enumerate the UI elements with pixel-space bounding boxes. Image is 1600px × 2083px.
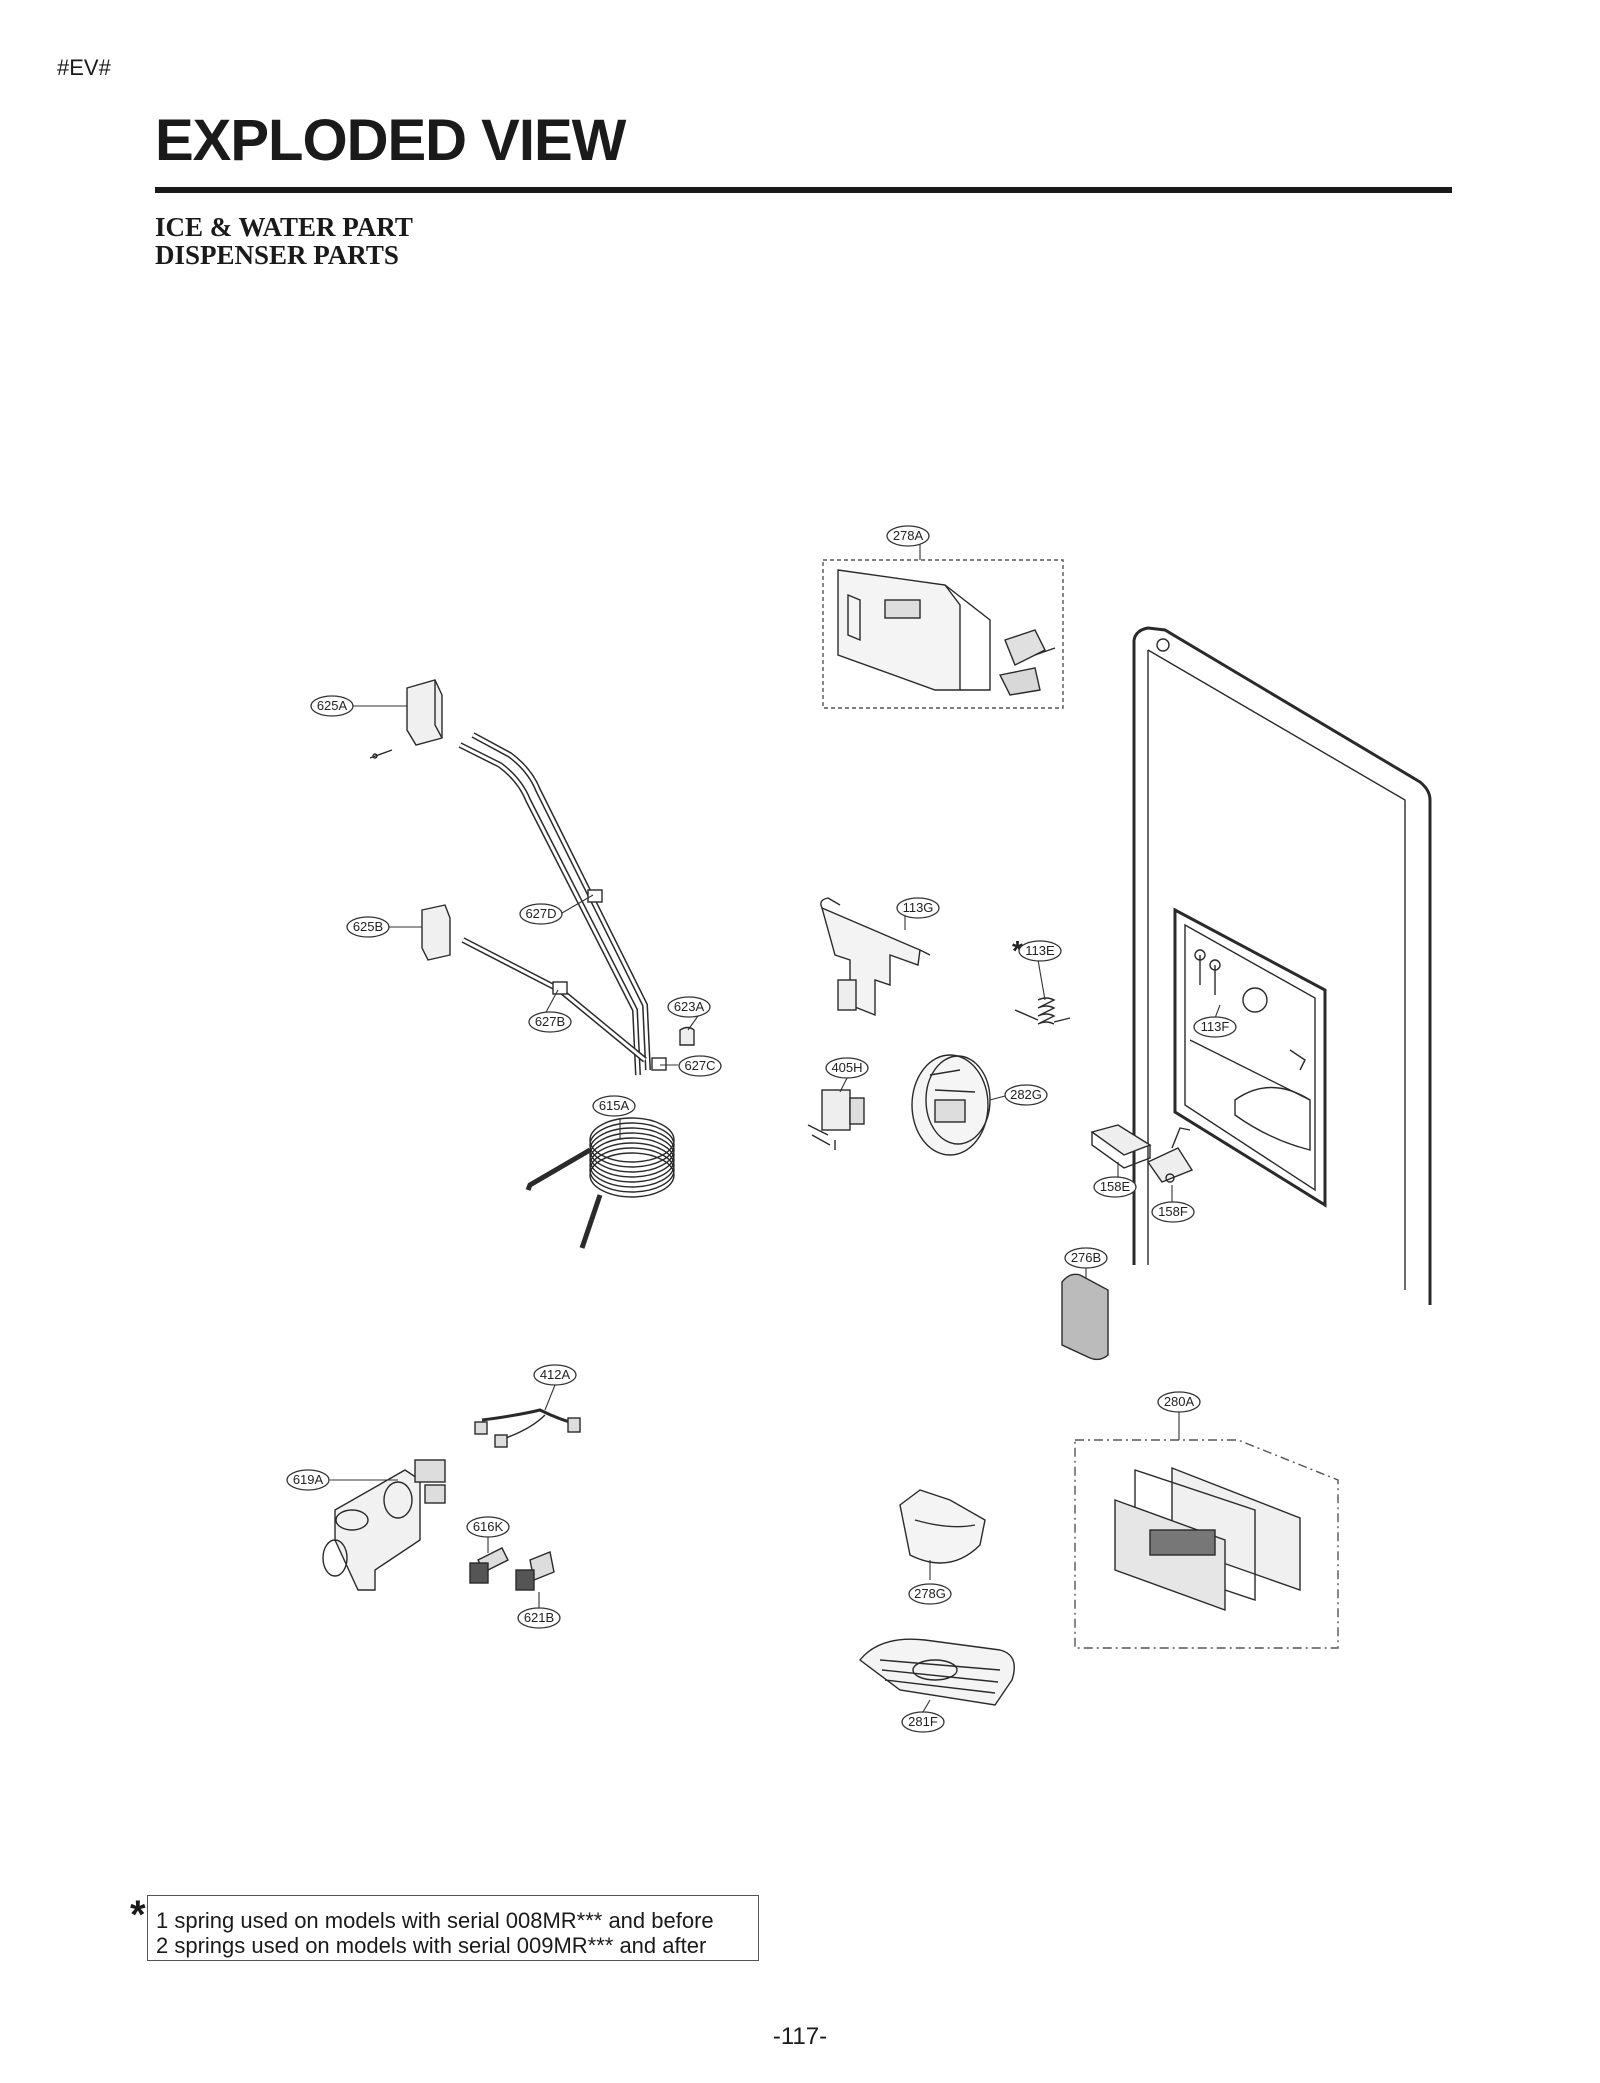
callout-627B: 627B	[528, 1011, 572, 1033]
part-619A-drawing	[322, 1459, 446, 1591]
section-subtitle-2: DISPENSER PARTS	[155, 240, 399, 270]
part-113E-drawing	[1014, 997, 1071, 1025]
page-number: -117-	[772, 2023, 828, 2050]
callout-113F: 113F	[1193, 1016, 1237, 1038]
callout-276B: 276B	[1064, 1247, 1108, 1269]
door-drawing	[1132, 626, 1432, 1305]
callout-276B-label: 276B	[1071, 1250, 1101, 1265]
note-line-2: 2 springs used on models with serial 009…	[156, 1933, 707, 1958]
water-tubes-drawing	[458, 732, 667, 1076]
part-278G-drawing	[899, 1489, 986, 1564]
callout-278G: 278G	[908, 1583, 952, 1605]
callout-627C-label: 627C	[684, 1058, 715, 1073]
callout-627B-label: 627B	[535, 1014, 565, 1029]
part-621B-drawing	[515, 1551, 555, 1591]
callout-113E: 113E	[1018, 940, 1062, 962]
part-276B-drawing	[1061, 1273, 1109, 1361]
callout-282G-label: 282G	[1010, 1087, 1042, 1102]
section-subtitle: ICE & WATER PART	[155, 212, 413, 242]
part-625B-drawing	[421, 904, 451, 961]
callout-621B-label: 621B	[524, 1610, 554, 1625]
part-113G-drawing	[820, 897, 931, 1017]
part-615A-drawing	[525, 1117, 675, 1249]
callout-615A-label: 615A	[599, 1098, 630, 1113]
callout-627D: 627D	[519, 903, 563, 925]
callout-412A: 412A	[533, 1364, 577, 1386]
callout-625A: 625A	[310, 695, 354, 717]
callout-280A: 280A	[1157, 1391, 1201, 1413]
title-rule	[155, 187, 1452, 193]
callout-623A: 623A	[667, 996, 711, 1018]
note-asterisk: *	[130, 1893, 146, 1937]
callout-158E: 158E	[1093, 1176, 1137, 1198]
callout-282G: 282G	[1004, 1084, 1048, 1106]
callout-113E-label: 113E	[1025, 943, 1055, 958]
callout-616K-label: 616K	[473, 1519, 504, 1534]
callout-412A-label: 412A	[540, 1367, 571, 1382]
callout-278A: 278A	[886, 525, 930, 547]
callout-158F: 158F	[1151, 1201, 1195, 1223]
callout-281F: 281F	[901, 1711, 945, 1733]
callout-158F-label: 158F	[1158, 1204, 1188, 1219]
callout-405H-label: 405H	[831, 1060, 862, 1075]
callout-625B: 625B	[346, 916, 390, 938]
part-625A-drawing	[369, 679, 443, 759]
part-158E-drawing	[1090, 1124, 1152, 1169]
asterisk-marker: *	[1012, 935, 1023, 966]
part-281F-drawing	[859, 1638, 1015, 1706]
callout-113F-label: 113F	[1201, 1019, 1230, 1034]
callout-280A-label: 280A	[1164, 1394, 1195, 1409]
callout-619A-label: 619A	[293, 1472, 324, 1487]
part-278A-drawing	[822, 559, 1064, 709]
callout-278G-label: 278G	[914, 1586, 946, 1601]
callout-627C: 627C	[678, 1055, 722, 1077]
document-tag: #EV#	[57, 55, 111, 80]
callout-405H: 405H	[825, 1057, 869, 1079]
leader-lines	[330, 544, 1221, 1713]
part-616K-drawing	[469, 1547, 509, 1584]
callout-281F-label: 281F	[908, 1714, 938, 1729]
callout-615A: 615A	[592, 1095, 636, 1117]
callout-623A-label: 623A	[674, 999, 705, 1014]
part-280A-drawing	[1074, 1439, 1339, 1649]
callout-113G: 113G	[896, 897, 940, 919]
part-158F-drawing	[1146, 1127, 1194, 1183]
callout-113G-label: 113G	[903, 900, 934, 915]
callout-616K: 616K	[466, 1516, 510, 1538]
part-405H-drawing	[807, 1089, 865, 1150]
callout-627D-label: 627D	[525, 906, 556, 921]
part-282G-drawing	[911, 1054, 991, 1156]
callout-619A: 619A	[286, 1469, 330, 1491]
callout-625B-label: 625B	[353, 919, 383, 934]
page-title: EXPLODED VIEW	[155, 108, 626, 173]
callout-625A-label: 625A	[317, 698, 348, 713]
part-623A-drawing	[679, 1026, 695, 1046]
part-412A-drawing	[474, 1408, 581, 1448]
spring-note-box: 1 spring used on models with serial 008M…	[147, 1895, 759, 1961]
callout-621B: 621B	[517, 1607, 561, 1629]
note-line-1: 1 spring used on models with serial 008M…	[156, 1908, 714, 1933]
callout-158E-label: 158E	[1100, 1179, 1131, 1194]
callout-278A-label: 278A	[893, 528, 924, 543]
